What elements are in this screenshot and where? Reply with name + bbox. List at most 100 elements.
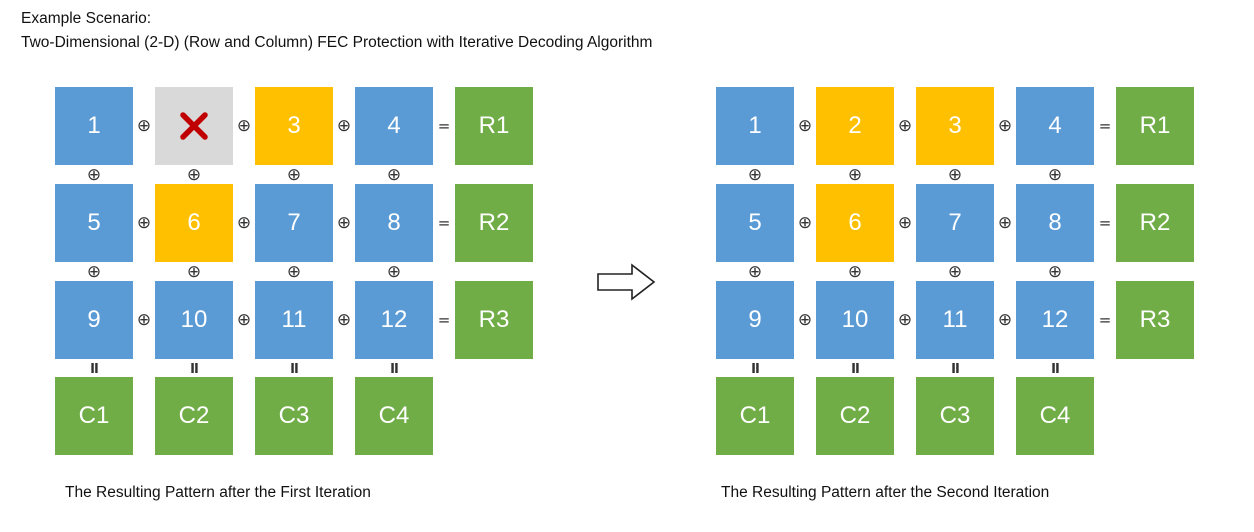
row-parity-label: R3 bbox=[1139, 306, 1171, 333]
row-parity-label: R2 bbox=[1139, 209, 1171, 236]
xor-symbol: ⊕ bbox=[86, 164, 102, 185]
packet-label: 5 bbox=[87, 209, 101, 236]
column-parity-label: C1 bbox=[739, 402, 771, 429]
packet-label: 12 bbox=[1041, 306, 1069, 333]
row-parity-box: R1 bbox=[1116, 87, 1194, 165]
lost-packet-box bbox=[155, 87, 233, 165]
xor-symbol: ⊕ bbox=[336, 309, 352, 330]
column-parity-box: C4 bbox=[1016, 377, 1094, 455]
row-parity-box: R3 bbox=[455, 281, 533, 359]
title-line-2: Two-Dimensional (2-D) (Row and Column) F… bbox=[21, 34, 653, 51]
vertical-equals-symbol: II bbox=[1051, 361, 1060, 377]
second-iteration-caption: The Resulting Pattern after the Second I… bbox=[721, 484, 1050, 501]
packet-label: 11 bbox=[281, 306, 307, 333]
column-parity-label: C4 bbox=[378, 402, 410, 429]
equals-symbol: = bbox=[437, 213, 451, 232]
xor-symbol: ⊕ bbox=[797, 309, 813, 330]
column-parity-box: C4 bbox=[355, 377, 433, 455]
row-parity-box: R2 bbox=[1116, 184, 1194, 262]
packet-box: 7 bbox=[916, 184, 994, 262]
packet-box: 10 bbox=[816, 281, 894, 359]
packet-box: 9 bbox=[55, 281, 133, 359]
row-parity-label: R1 bbox=[1139, 112, 1171, 139]
equals-symbol: = bbox=[1098, 213, 1112, 232]
packet-box: 7 bbox=[255, 184, 333, 262]
row-parity-label: R3 bbox=[478, 306, 510, 333]
packet-label: 4 bbox=[387, 112, 401, 139]
xor-symbol: ⊕ bbox=[747, 261, 763, 282]
packet-label: 7 bbox=[948, 209, 962, 236]
packet-box: 11 bbox=[916, 281, 994, 359]
packet-label: 3 bbox=[287, 112, 301, 139]
packet-label: 11 bbox=[942, 306, 968, 333]
packet-label: 9 bbox=[87, 306, 101, 333]
xor-symbol: ⊕ bbox=[136, 115, 152, 136]
xor-symbol: ⊕ bbox=[1047, 261, 1063, 282]
column-parity-box: C1 bbox=[716, 377, 794, 455]
xor-symbol: ⊕ bbox=[897, 212, 913, 233]
column-parity-label: C2 bbox=[839, 402, 871, 429]
packet-label: 8 bbox=[387, 209, 401, 236]
packet-box: 5 bbox=[55, 184, 133, 262]
packet-label: 12 bbox=[380, 306, 408, 333]
xor-symbol: ⊕ bbox=[847, 164, 863, 185]
packet-label: 7 bbox=[287, 209, 301, 236]
packet-box: 4 bbox=[1016, 87, 1094, 165]
xor-symbol: ⊕ bbox=[847, 261, 863, 282]
xor-symbol: ⊕ bbox=[186, 164, 202, 185]
column-parity-box: C2 bbox=[816, 377, 894, 455]
xor-symbol: ⊕ bbox=[1047, 164, 1063, 185]
xor-symbol: ⊕ bbox=[897, 309, 913, 330]
xor-symbol: ⊕ bbox=[997, 309, 1013, 330]
packet-box: 4 bbox=[355, 87, 433, 165]
packet-box: 8 bbox=[355, 184, 433, 262]
column-parity-label: C1 bbox=[78, 402, 110, 429]
xor-symbol: ⊕ bbox=[286, 164, 302, 185]
packet-box: 6 bbox=[155, 184, 233, 262]
column-parity-box: C3 bbox=[255, 377, 333, 455]
vertical-equals-symbol: II bbox=[951, 361, 960, 377]
packet-label: 4 bbox=[1048, 112, 1062, 139]
packet-label: 10 bbox=[841, 306, 869, 333]
equals-symbol: = bbox=[1098, 310, 1112, 329]
row-parity-label: R1 bbox=[478, 112, 510, 139]
packet-box: 12 bbox=[1016, 281, 1094, 359]
packet-label: 5 bbox=[748, 209, 762, 236]
packet-label: 8 bbox=[1048, 209, 1062, 236]
equals-symbol: = bbox=[1098, 116, 1112, 135]
equals-symbol: = bbox=[437, 116, 451, 135]
xor-symbol: ⊕ bbox=[336, 212, 352, 233]
xor-symbol: ⊕ bbox=[386, 164, 402, 185]
xor-symbol: ⊕ bbox=[236, 212, 252, 233]
xor-symbol: ⊕ bbox=[336, 115, 352, 136]
xor-symbol: ⊕ bbox=[136, 309, 152, 330]
column-parity-label: C2 bbox=[178, 402, 210, 429]
packet-label: 6 bbox=[187, 209, 201, 236]
xor-symbol: ⊕ bbox=[797, 115, 813, 136]
xor-symbol: ⊕ bbox=[947, 261, 963, 282]
xor-symbol: ⊕ bbox=[997, 115, 1013, 136]
xor-symbol: ⊕ bbox=[236, 115, 252, 136]
xor-symbol: ⊕ bbox=[797, 212, 813, 233]
packet-label: 1 bbox=[748, 112, 762, 139]
packet-label: 9 bbox=[748, 306, 762, 333]
xor-symbol: ⊕ bbox=[897, 115, 913, 136]
vertical-equals-symbol: II bbox=[390, 361, 399, 377]
row-parity-box: R2 bbox=[455, 184, 533, 262]
packet-label: 6 bbox=[848, 209, 862, 236]
packet-box: 3 bbox=[916, 87, 994, 165]
column-parity-label: C3 bbox=[939, 402, 971, 429]
first-iteration-caption: The Resulting Pattern after the First It… bbox=[65, 484, 371, 501]
row-parity-box: R3 bbox=[1116, 281, 1194, 359]
vertical-equals-symbol: II bbox=[290, 361, 299, 377]
packet-box: 10 bbox=[155, 281, 233, 359]
packet-label: 10 bbox=[180, 306, 208, 333]
xor-symbol: ⊕ bbox=[86, 261, 102, 282]
vertical-equals-symbol: II bbox=[190, 361, 199, 377]
packet-box: 5 bbox=[716, 184, 794, 262]
xor-symbol: ⊕ bbox=[286, 261, 302, 282]
equals-symbol: = bbox=[437, 310, 451, 329]
vertical-equals-symbol: II bbox=[751, 361, 760, 377]
